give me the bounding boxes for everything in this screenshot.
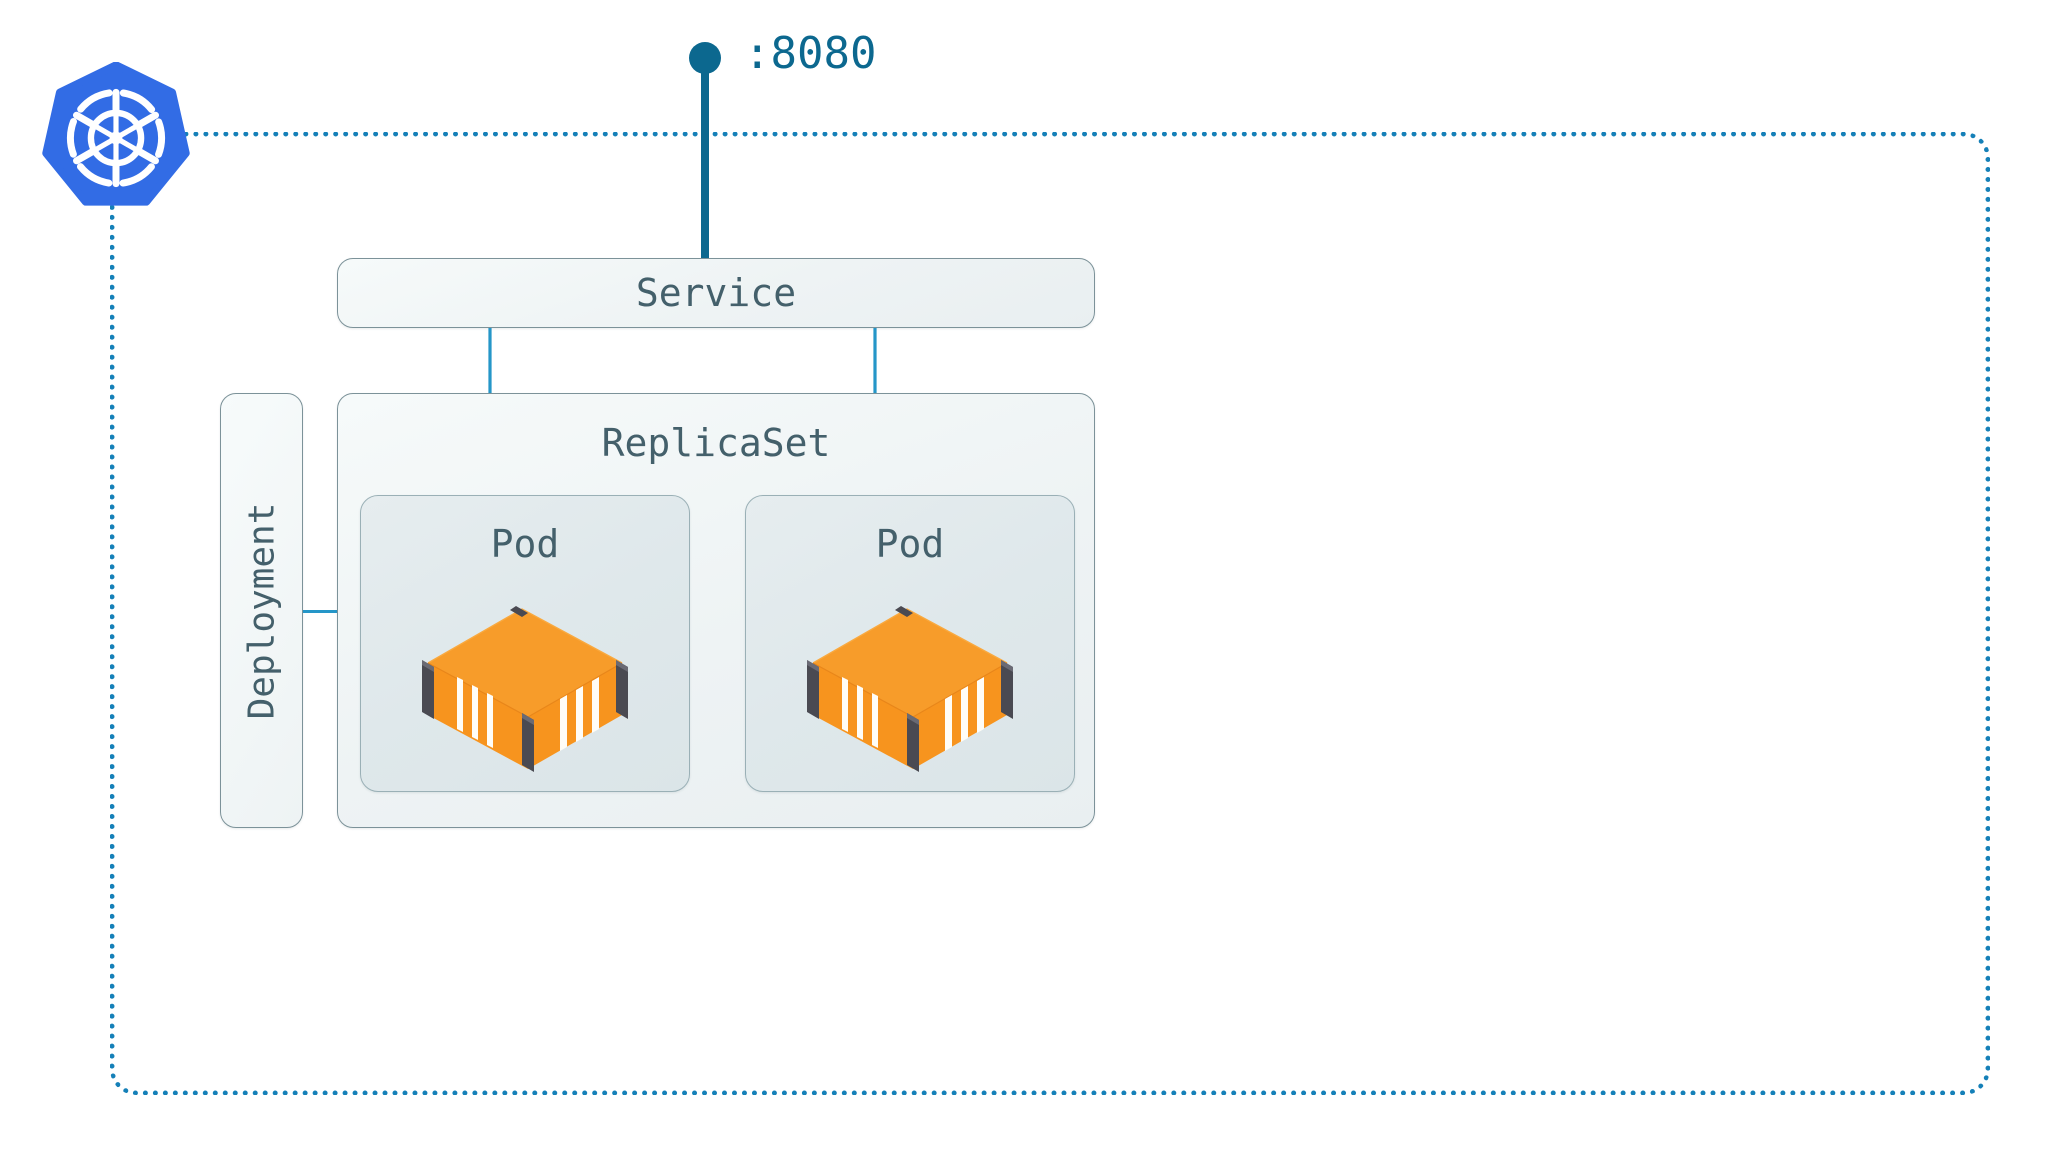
pod-node-0[interactable]: Pod xyxy=(360,495,690,792)
shipping-container-icon xyxy=(410,591,640,776)
cluster-boundary xyxy=(110,132,1990,1095)
port-connector-line xyxy=(701,58,709,262)
connector-deployment-to-replicaset xyxy=(303,610,339,613)
kubernetes-logo xyxy=(40,61,192,214)
service-node[interactable]: Service xyxy=(337,258,1095,328)
pod-label: Pod xyxy=(875,522,945,566)
deployment-label: Deployment xyxy=(241,502,282,719)
pod-node-1[interactable]: Pod xyxy=(745,495,1075,792)
pod-label: Pod xyxy=(490,522,560,566)
replicaset-label: ReplicaSet xyxy=(601,421,831,465)
service-label: Service xyxy=(635,271,797,315)
port-label: :8080 xyxy=(744,28,877,79)
shipping-container-icon xyxy=(795,591,1025,776)
deployment-node[interactable]: Deployment xyxy=(220,393,303,828)
